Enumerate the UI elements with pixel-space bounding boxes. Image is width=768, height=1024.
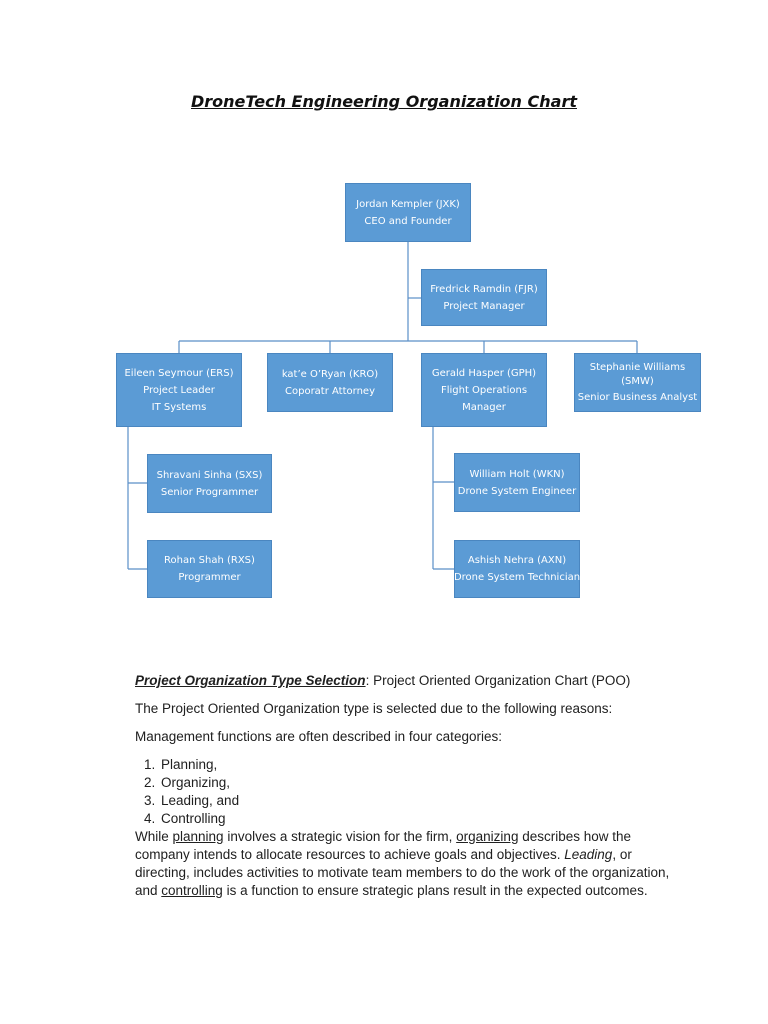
text-run: involves a strategic vision for the firm… <box>223 829 457 844</box>
node-code: (SMW) <box>621 375 654 387</box>
node-name: Ashish Nehra (AXN) <box>467 555 567 566</box>
node-role: Project Manager <box>443 300 525 312</box>
text-run: , or directing, includes activities to m… <box>135 847 670 898</box>
selection-line: Project Organization Type Selection: Pro… <box>135 672 675 690</box>
node-name: Jordan Kempler (JXK) <box>356 198 460 210</box>
selection-label: Project Organization Type Selection <box>135 673 366 688</box>
node-stephanie: Stephanie Williams (SMW) Senior Business… <box>574 353 701 412</box>
node-eileen: Eileen Seymour (ERS) Project Leader IT S… <box>116 353 242 427</box>
node-role: Coporatr Attorney <box>285 385 375 397</box>
node-role: Programmer <box>178 572 241 583</box>
node-shravani: Shravani Sinha (SXS) Senior Programmer <box>147 454 272 513</box>
node-rohan: Rohan Shah (RXS) Programmer <box>147 540 272 598</box>
term-leading: Leading <box>564 847 613 862</box>
node-role: CEO and Founder <box>364 215 452 227</box>
node-name: William Holt (WKN) <box>469 468 565 480</box>
node-name: Shravani Sinha (SXS) <box>156 469 263 481</box>
node-katie: kat’e O’Ryan (KRO) Coporatr Attorney <box>267 353 393 412</box>
node-project-manager: Fredrick Ramdin (FJR) Project Manager <box>421 269 547 326</box>
list-item: Controlling <box>159 810 675 828</box>
connector-lines <box>127 242 638 570</box>
org-chart: Jordan Kempler (JXK) CEO and Founder Fre… <box>116 183 701 598</box>
selection-separator: : <box>365 673 370 688</box>
node-ashish: Ashish Nehra (AXN) Drone System Technici… <box>454 540 580 598</box>
node-role: Manager <box>462 401 506 413</box>
functions-list: Planning, Organizing, Leading, and Contr… <box>135 756 675 828</box>
node-role: Senior Business Analyst <box>577 391 698 403</box>
text-run: is a function to ensure strategic plans … <box>222 883 648 898</box>
document-body: Project Organization Type Selection: Pro… <box>135 672 675 910</box>
node-name: kat’e O’Ryan (KRO) <box>281 368 379 380</box>
list-item: Organizing, <box>159 774 675 792</box>
node-role: Drone System Engineer <box>457 485 577 497</box>
node-name: Rohan Shah (RXS) <box>164 555 255 566</box>
functions-intro: Management functions are often described… <box>135 729 502 744</box>
reason-intro: The Project Oriented Organization type i… <box>135 701 613 716</box>
term-planning: planning <box>172 829 224 844</box>
node-name: Gerald Hasper (GPH) <box>431 367 537 379</box>
node-ceo: Jordan Kempler (JXK) CEO and Founder <box>345 183 471 242</box>
page-title: DroneTech Engineering Organization Chart <box>191 92 577 111</box>
node-dept: IT Systems <box>151 401 207 413</box>
node-name: Eileen Seymour (ERS) <box>124 367 234 379</box>
node-gerald: Gerald Hasper (GPH) Flight Operations Ma… <box>421 353 547 427</box>
node-william: William Holt (WKN) Drone System Engineer <box>454 453 580 512</box>
node-role: Flight Operations <box>440 384 528 396</box>
text-run: While <box>135 829 173 844</box>
text-run: describes how the company intends to all… <box>135 829 632 862</box>
term-controlling: controlling <box>161 883 223 898</box>
list-item: Planning, <box>159 756 675 774</box>
node-role: Senior Programmer <box>160 486 259 498</box>
node-name: Fredrick Ramdin (FJR) <box>430 283 538 295</box>
node-name: Stephanie Williams <box>589 361 686 373</box>
list-item: Leading, and <box>159 792 675 810</box>
functions-paragraph: While planning involves a strategic visi… <box>135 828 675 900</box>
node-role: Drone System Technician <box>453 572 581 583</box>
term-organizing: organizing <box>456 829 519 844</box>
selection-value: Project Oriented Organization Chart (POO… <box>369 673 631 688</box>
node-role: Project Leader <box>143 384 215 396</box>
